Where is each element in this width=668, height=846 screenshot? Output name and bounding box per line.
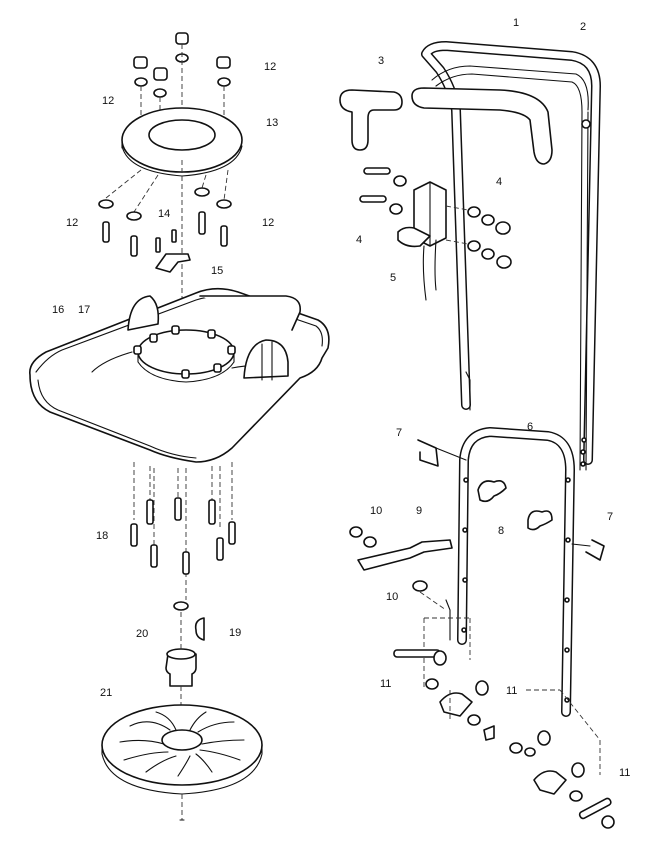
label-18: 18: [96, 530, 108, 542]
label-12-top-right: 12: [264, 61, 276, 73]
label-11-middle: 11: [506, 685, 517, 697]
part-labels: 1 2 3 4 4 5 6 7 7 8 9 10 10 11 11 11 12 …: [52, 17, 630, 779]
handle-grip-right: [411, 87, 553, 165]
clip-right: [585, 539, 605, 561]
label-15: 15: [211, 265, 223, 277]
knob-upper: [477, 480, 507, 503]
label-7-left: 7: [396, 427, 402, 439]
mower-deck: [29, 287, 330, 463]
lower-handle: [445, 427, 575, 717]
ring-plate: [121, 107, 243, 177]
clip-left: [417, 439, 439, 467]
label-6: 6: [527, 421, 533, 433]
knob-lower: [527, 510, 553, 531]
label-21: 21: [100, 687, 112, 699]
label-1: 1: [513, 17, 519, 29]
label-20: 20: [136, 628, 148, 640]
label-19: 19: [229, 627, 241, 639]
label-8: 8: [498, 525, 504, 537]
label-13: 13: [266, 117, 278, 129]
label-12-top-left: 12: [102, 95, 114, 107]
label-4-lower: 4: [356, 234, 362, 246]
wheel-mount-left: [393, 617, 495, 741]
label-16: 16: [52, 304, 64, 316]
ring-bolts: [98, 187, 232, 257]
label-17: 17: [78, 304, 90, 316]
label-4-upper: 4: [496, 176, 502, 188]
label-2: 2: [580, 21, 586, 33]
label-11-right: 11: [619, 767, 630, 779]
top-fasteners: [133, 32, 231, 98]
fan-blade: [101, 704, 263, 821]
label-11-left: 11: [380, 678, 391, 690]
blade-hub: [165, 601, 205, 718]
switch-clip: [155, 229, 191, 273]
bracket: [349, 526, 453, 611]
wheel-mount-right: [509, 689, 615, 829]
label-10-lower: 10: [386, 591, 398, 603]
label-5: 5: [390, 272, 396, 284]
label-7-right: 7: [607, 511, 613, 523]
label-9: 9: [416, 505, 422, 517]
label-12-bottom-left: 12: [66, 217, 78, 229]
label-12-bottom-right: 12: [262, 217, 274, 229]
switch-box: [359, 167, 512, 301]
label-10-upper: 10: [370, 505, 382, 517]
deck-screws: [130, 497, 236, 575]
handle-grip-left: [339, 89, 403, 151]
label-3: 3: [378, 55, 384, 67]
label-14: 14: [158, 208, 170, 220]
